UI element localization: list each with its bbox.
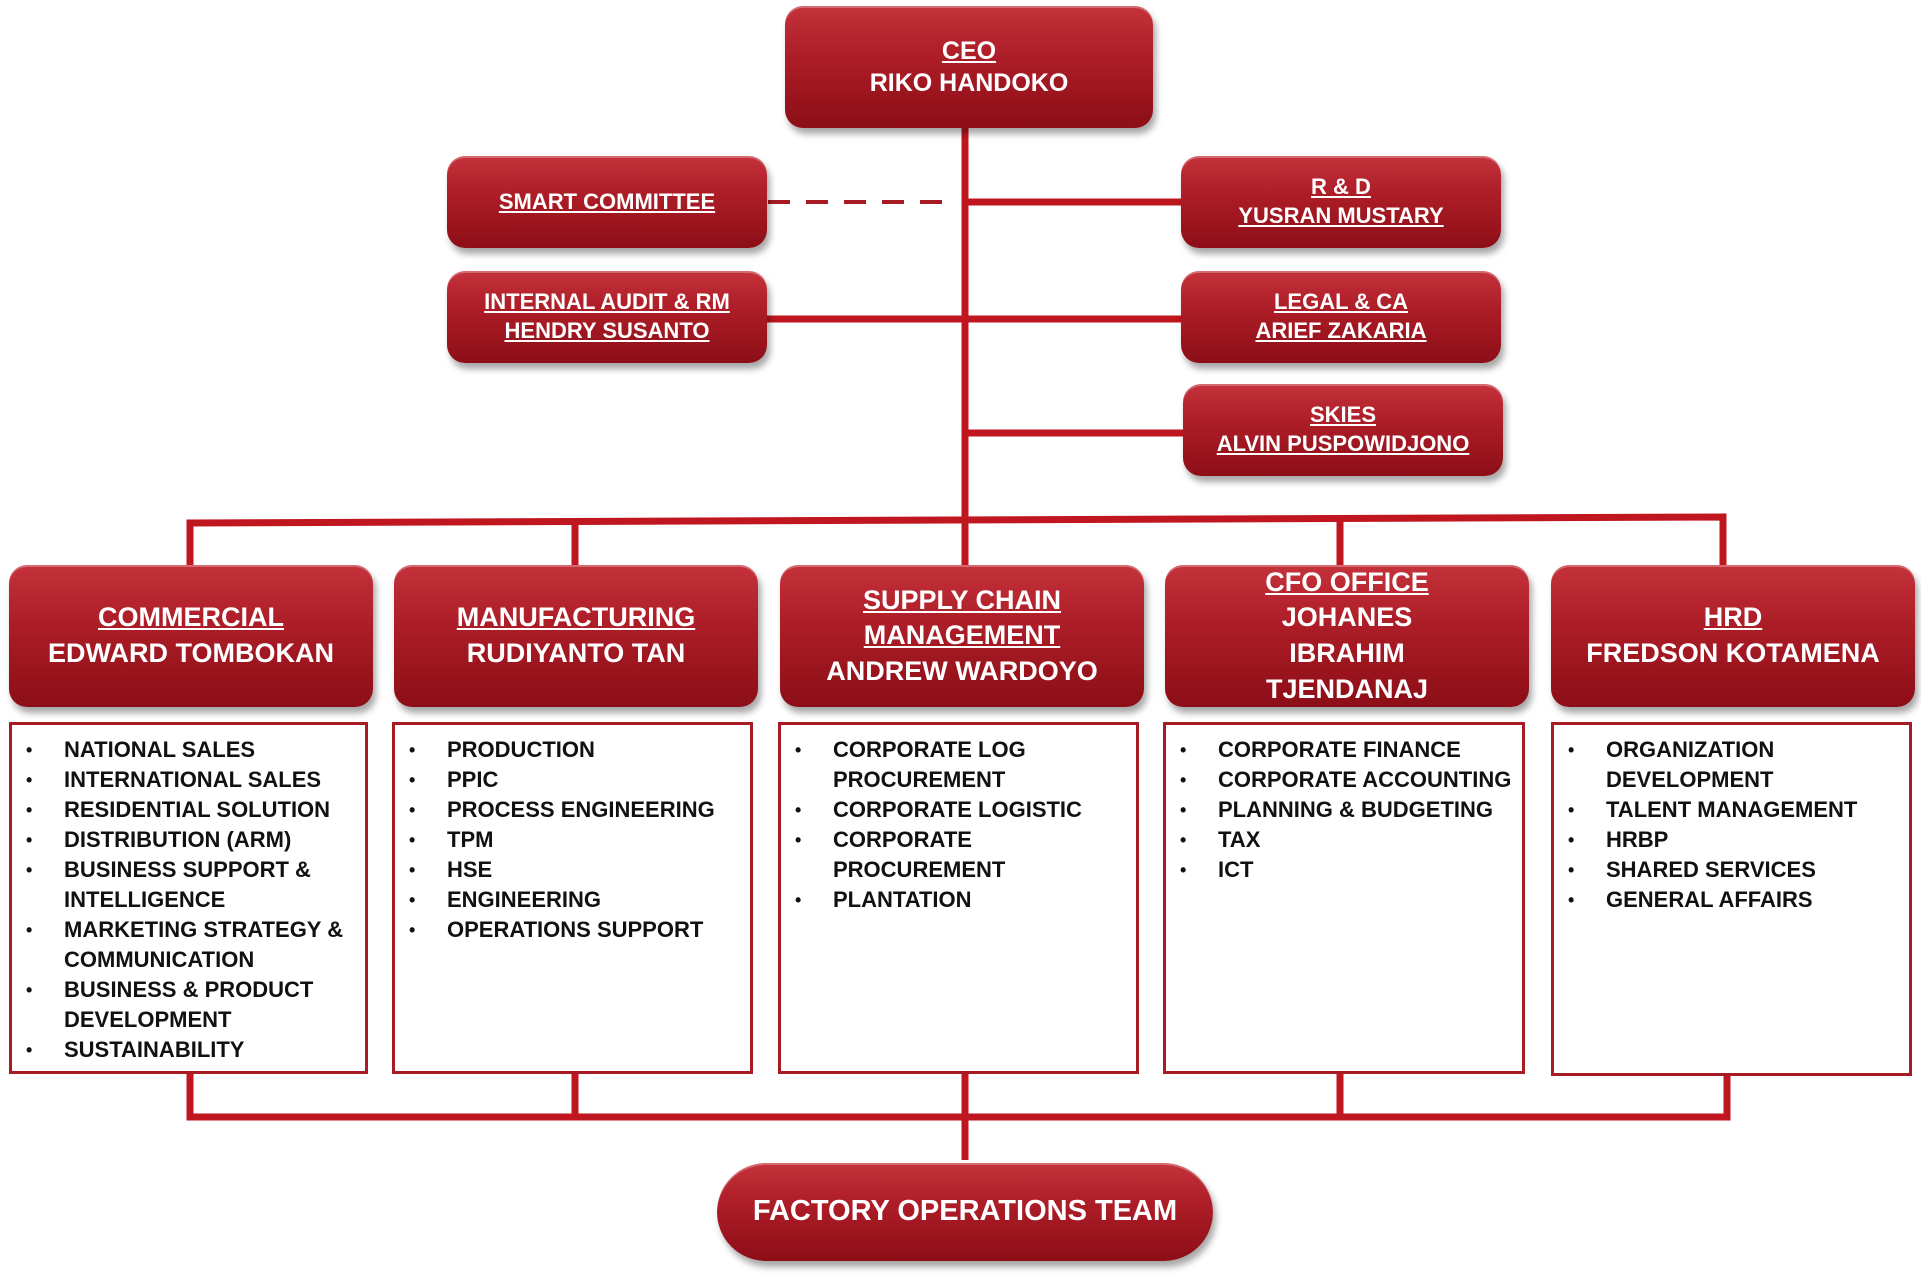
dept-box-supply-chain[interactable]: SUPPLY CHAIN MANAGEMENT ANDREW WARDOYO [780,565,1144,707]
dept-title: HRD [1703,602,1763,633]
dept-list-supply-chain: CORPORATE LOG PROCUREMENT CORPORATE LOGI… [778,722,1139,1074]
dept-head-name: RUDIYANTO TAN [466,638,686,668]
dept-list-cfo-office: CORPORATE FINANCE CORPORATE ACCOUNTING P… [1163,722,1525,1074]
list-item: CORPORATE FINANCE [1178,735,1516,765]
list-item: SUSTAINABILITY [24,1035,359,1065]
list-item: OPERATIONS SUPPORT [407,915,744,945]
list-item: MARKETING STRATEGY & COMMUNICATION [24,915,359,975]
dept-box-hrd[interactable]: HRD FREDSON KOTAMENA [1551,565,1915,707]
factory-operations-title: FACTORY OPERATIONS TEAM [752,1195,1178,1228]
dept-head-name: ANDREW WARDOYO [826,655,1098,686]
list-item: PLANTATION [793,885,1130,915]
dept-head-name: JOHANES IBRAHIM TJENDANAJ [1265,602,1429,704]
list-item: TAX [1178,825,1516,855]
skies-title: SKIES [1309,402,1377,428]
skies-name: ALVIN PUSPOWIDJONO [1216,431,1470,456]
list-item: CORPORATE ACCOUNTING [1178,765,1516,795]
ceo-title: CEO [941,36,997,65]
list-item: INTERNATIONAL SALES [24,765,359,795]
list-item: SHARED SERVICES [1566,855,1903,885]
bottom-bus-line [186,1073,1731,1121]
rnd-box[interactable]: R & D YUSRAN MUSTARY [1181,156,1501,248]
ceo-name: RIKO HANDOKO [869,69,1069,97]
list-item: PPIC [407,765,744,795]
legal-title: LEGAL & CA [1273,289,1409,315]
list-item: ORGANIZATION DEVELOPMENT [1566,735,1816,795]
top-bus-line [186,513,1727,565]
list-item: PRODUCTION [407,735,744,765]
list-item: BUSINESS SUPPORT & INTELLIGENCE [24,855,359,915]
dept-box-manufacturing[interactable]: MANUFACTURING RUDIYANTO TAN [394,565,758,707]
dept-title: SUPPLY CHAIN MANAGEMENT [862,584,1062,651]
legal-name: ARIEF ZAKARIA [1255,318,1427,343]
list-item: GENERAL AFFAIRS [1566,885,1903,915]
dept-list-hrd: ORGANIZATION DEVELOPMENT TALENT MANAGEME… [1551,722,1912,1076]
smart-committee-title: SMART COMMITTEE [498,188,716,214]
list-item: HRBP [1566,825,1903,855]
skies-box[interactable]: SKIES ALVIN PUSPOWIDJONO [1183,384,1503,476]
ceo-box[interactable]: CEO RIKO HANDOKO [785,6,1153,128]
list-item: CORPORATE LOGISTIC [793,795,1130,825]
list-item: DISTRIBUTION (ARM) [24,825,359,855]
list-item: NATIONAL SALES [24,735,359,765]
list-item: PROCESS ENGINEERING [407,795,744,825]
internal-audit-box[interactable]: INTERNAL AUDIT & RM HENDRY SUSANTO [447,271,767,363]
dept-list-commercial: NATIONAL SALES INTERNATIONAL SALES RESID… [9,722,368,1074]
dept-title: COMMERCIAL [98,602,284,633]
list-item: CORPORATE LOG PROCUREMENT [793,735,1063,795]
list-item: PLANNING & BUDGETING [1178,795,1516,825]
list-item: TPM [407,825,744,855]
list-item: ENGINEERING [407,885,744,915]
dept-list-manufacturing: PRODUCTION PPIC PROCESS ENGINEERING TPM … [392,722,753,1074]
dept-head-name: FREDSON KOTAMENA [1586,638,1880,668]
list-item: TALENT MANAGEMENT [1566,795,1903,825]
rnd-name: YUSRAN MUSTARY [1238,203,1444,228]
internal-audit-name: HENDRY SUSANTO [504,318,710,343]
list-item: BUSINESS & PRODUCT DEVELOPMENT [24,975,359,1035]
rnd-title: R & D [1311,174,1371,200]
factory-operations-box[interactable]: FACTORY OPERATIONS TEAM [717,1163,1213,1261]
dept-title: CFO OFFICE [1265,566,1429,597]
dept-box-commercial[interactable]: COMMERCIAL EDWARD TOMBOKAN [9,565,373,707]
list-item: HSE [407,855,744,885]
dept-box-cfo-office[interactable]: CFO OFFICE JOHANES IBRAHIM TJENDANAJ [1165,565,1529,707]
smart-committee-box[interactable]: SMART COMMITTEE [447,156,767,248]
list-item: RESIDENTIAL SOLUTION [24,795,359,825]
dept-head-name: EDWARD TOMBOKAN [48,638,334,668]
internal-audit-title: INTERNAL AUDIT & RM [484,289,730,315]
list-item: ICT [1178,855,1516,885]
legal-box[interactable]: LEGAL & CA ARIEF ZAKARIA [1181,271,1501,363]
list-item: CORPORATE PROCUREMENT [793,825,1033,885]
dept-title: MANUFACTURING [456,602,696,633]
